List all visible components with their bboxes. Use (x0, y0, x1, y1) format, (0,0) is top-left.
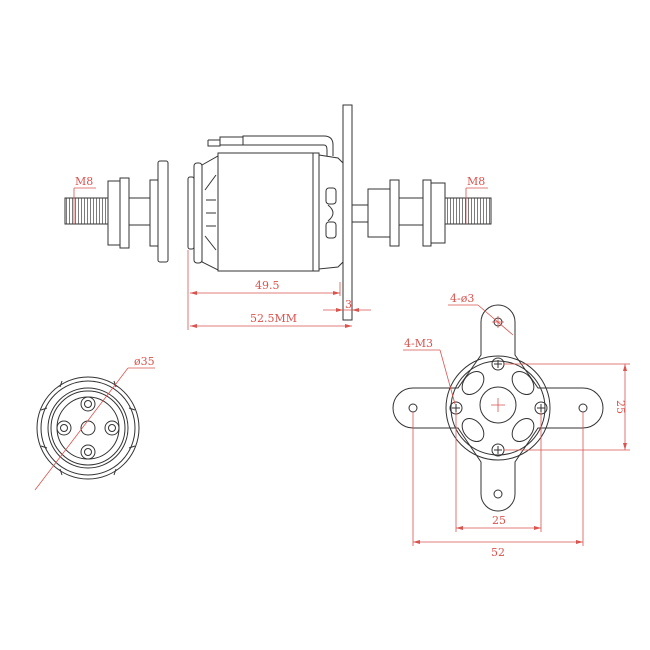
dim-body-length: 49.5 (255, 279, 280, 292)
mounting-plate (342, 104, 353, 321)
screw-label: 4-M3 (404, 337, 433, 350)
left-thread-label: M8 (75, 175, 93, 188)
dim-hole-spacing: 52 (491, 546, 505, 559)
dim-total-length: 52.5MM (250, 312, 297, 325)
left-prop-adapter (64, 160, 169, 263)
dim-diameter: ø35 (134, 355, 155, 368)
hole-callout: 4-ø3 (448, 292, 514, 336)
mount-dimensions: 25 52 25 (412, 363, 630, 559)
cross-mount-view: 4-ø3 4-M3 25 52 25 (392, 292, 630, 559)
left-m8-callout: M8 (73, 175, 96, 224)
hole-label: 4-ø3 (450, 292, 474, 305)
m3-screws (449, 357, 548, 457)
right-m8-callout: M8 (465, 175, 488, 224)
left-prop-washer (157, 160, 169, 263)
motor-can (217, 152, 314, 272)
right-prop-adapter (351, 179, 492, 247)
right-thread (444, 197, 492, 225)
dim-screw-spacing-v: 25 (614, 400, 627, 414)
diameter-dimension: ø35 (34, 355, 155, 491)
dim-screw-spacing-h: 25 (492, 514, 506, 527)
side-view: M8 M8 49.5 3 52.5MM (64, 104, 492, 330)
screw-callout: 4-M3 (403, 337, 456, 405)
motor-wire (207, 135, 334, 156)
right-thread-label: M8 (467, 175, 485, 188)
left-thread (64, 197, 110, 225)
side-dimensions: 49.5 3 52.5MM (187, 250, 371, 330)
dim-plate-thickness: 3 (345, 298, 352, 311)
motor-body (187, 135, 344, 272)
center-bore (479, 386, 517, 424)
front-view: ø35 (34, 355, 155, 491)
